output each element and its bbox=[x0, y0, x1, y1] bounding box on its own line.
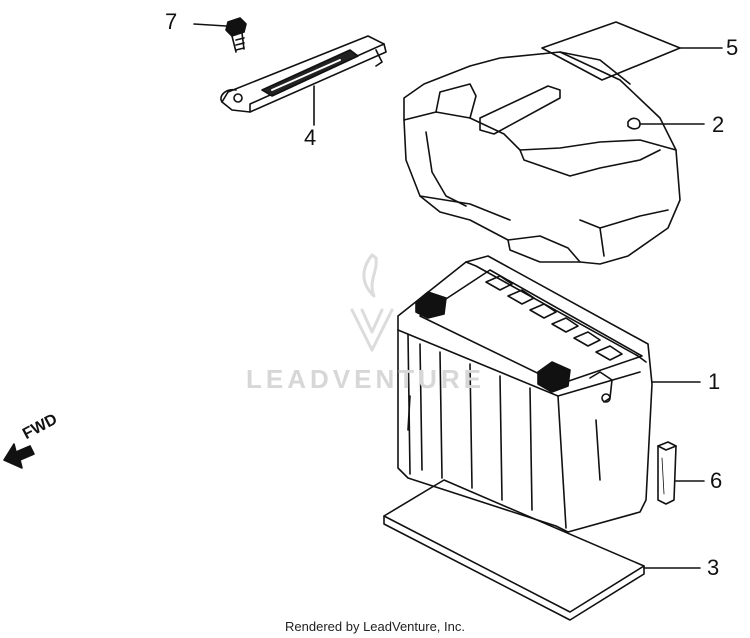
callout-7: 7 bbox=[165, 9, 178, 34]
callout-4: 4 bbox=[304, 125, 317, 150]
callout-5: 5 bbox=[726, 35, 739, 60]
footer-credit: Rendered by LeadVenture, Inc. bbox=[285, 619, 465, 634]
callout-6: 6 bbox=[710, 468, 723, 493]
forward-arrow-icon bbox=[3, 443, 35, 469]
bolt-part bbox=[193, 17, 247, 53]
battery-part bbox=[397, 255, 701, 533]
battery-strap-part bbox=[220, 35, 387, 126]
pad-sheet-part bbox=[541, 21, 723, 81]
forward-indicator: FWD bbox=[0, 411, 80, 468]
callout-3: 3 bbox=[707, 555, 720, 580]
callout-2: 2 bbox=[712, 112, 725, 137]
watermark-logo bbox=[350, 253, 394, 352]
callout-1: 1 bbox=[708, 369, 721, 394]
watermark-text: LEADVENTURE bbox=[246, 364, 486, 394]
vent-tube-part bbox=[657, 441, 705, 505]
battery-cover-part bbox=[403, 51, 705, 265]
rubber-sheet-part bbox=[383, 479, 701, 621]
